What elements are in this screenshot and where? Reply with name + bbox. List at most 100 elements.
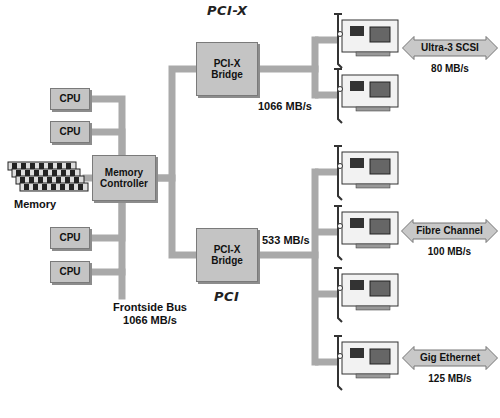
module-chip (24, 184, 29, 190)
memory-controller-box: Memory Controller (92, 155, 156, 201)
module-chip (39, 163, 44, 169)
memory-label: Memory (14, 198, 56, 211)
adapter-card (315, 206, 398, 260)
module-chip (65, 177, 70, 183)
pcix-bus (312, 40, 319, 95)
module-chip (51, 184, 56, 190)
bus-logo: PCI-X (207, 3, 248, 19)
card-bracket (334, 206, 342, 260)
card-chip (350, 280, 364, 290)
card-chip (370, 281, 390, 296)
double-arrow-shape (402, 220, 498, 243)
card-port (338, 87, 343, 92)
bus-stub (315, 169, 338, 176)
bus-stub (315, 37, 338, 44)
memory-module (20, 183, 88, 191)
module-chip (30, 163, 35, 169)
card-chip (370, 159, 390, 174)
adapter-card (315, 146, 398, 200)
adapter-card (315, 268, 398, 322)
cpu-box: CPU (50, 227, 90, 249)
cpu-box: CPU (50, 121, 90, 143)
pci-bus (258, 252, 315, 259)
card-edge-connector (356, 52, 390, 56)
interface-arrow: Ultra-3 SCSI80 MB/s (402, 36, 498, 74)
double-arrow-shape (403, 347, 498, 370)
bus-connector (156, 69, 196, 178)
module-chip (12, 163, 17, 169)
module-chip (61, 170, 66, 176)
bandwidth-label: 533 MB/s (262, 234, 310, 247)
module-chip (69, 184, 74, 190)
module-chip (33, 184, 38, 190)
module-chip (74, 177, 79, 183)
bus-stub (315, 291, 338, 298)
box-text: CPU (59, 232, 80, 244)
cpu-box: CPU (50, 88, 90, 110)
interface-name: Ultra-3 SCSI (421, 42, 479, 54)
module-chip (21, 163, 26, 169)
card-bracket (334, 69, 342, 123)
card-port (338, 286, 343, 291)
data-rate: 125 MB/s (402, 373, 498, 384)
card-chip (370, 27, 390, 42)
pcix-bus (258, 66, 315, 73)
card-chip (370, 219, 390, 234)
card-board (342, 75, 398, 107)
interface-name: Fibre Channel (416, 225, 483, 237)
adapter-card (315, 14, 398, 68)
arrow-band: Fibre Channel (401, 219, 498, 243)
module-chip (48, 163, 53, 169)
module-chip (60, 184, 65, 190)
card-chip (350, 158, 364, 168)
bus-stub (315, 92, 338, 99)
card-bracket (334, 268, 342, 322)
interface-name: Gig Ethernet (420, 352, 480, 364)
module-chip (52, 170, 57, 176)
module-chip (70, 170, 75, 176)
card-board (342, 274, 398, 306)
cpu-box: CPU (50, 261, 90, 283)
module-board (20, 183, 88, 191)
card-board (342, 212, 398, 244)
arrow-band: Ultra-3 SCSI (402, 36, 498, 60)
bus-connector (90, 132, 122, 155)
double-arrow-shape (403, 37, 498, 60)
card-port (338, 164, 343, 169)
module-chip (78, 184, 83, 190)
module-chip (25, 170, 30, 176)
card-edge-connector (356, 244, 390, 248)
bandwidth-label: 1066 MB/s (258, 100, 312, 113)
module-chip (16, 170, 21, 176)
card-chip (370, 82, 390, 97)
box-text: CPU (59, 266, 80, 278)
box-text: CPU (59, 126, 80, 138)
adapter-card (315, 336, 398, 390)
interface-arrow: Gig Ethernet 125 MB/s (402, 346, 498, 384)
bus-stub (315, 359, 338, 366)
card-port (338, 224, 343, 229)
adapter-card (315, 69, 398, 123)
card-board (342, 20, 398, 52)
card-chip (350, 81, 364, 91)
card-edge-connector (356, 306, 390, 310)
bridge-box: PCI-X Bridge (196, 42, 258, 96)
card-port (338, 32, 343, 37)
bus-connector (156, 178, 196, 255)
bus-logo: PCI (214, 289, 239, 305)
card-bracket (334, 14, 342, 68)
module-chip (57, 163, 62, 169)
card-board (342, 342, 398, 374)
card-chip (350, 26, 364, 36)
card-chip (370, 349, 390, 364)
pci-bus (312, 172, 319, 362)
data-rate: 100 MB/s (401, 246, 498, 257)
card-board (342, 152, 398, 184)
box-text: PCI-X Bridge (201, 58, 253, 81)
module-chip (34, 170, 39, 176)
card-bracket (334, 336, 342, 390)
adapter-cards (315, 14, 398, 390)
bus-connector (90, 201, 122, 238)
box-text: Memory Controller (97, 167, 151, 190)
module-chip (43, 170, 48, 176)
